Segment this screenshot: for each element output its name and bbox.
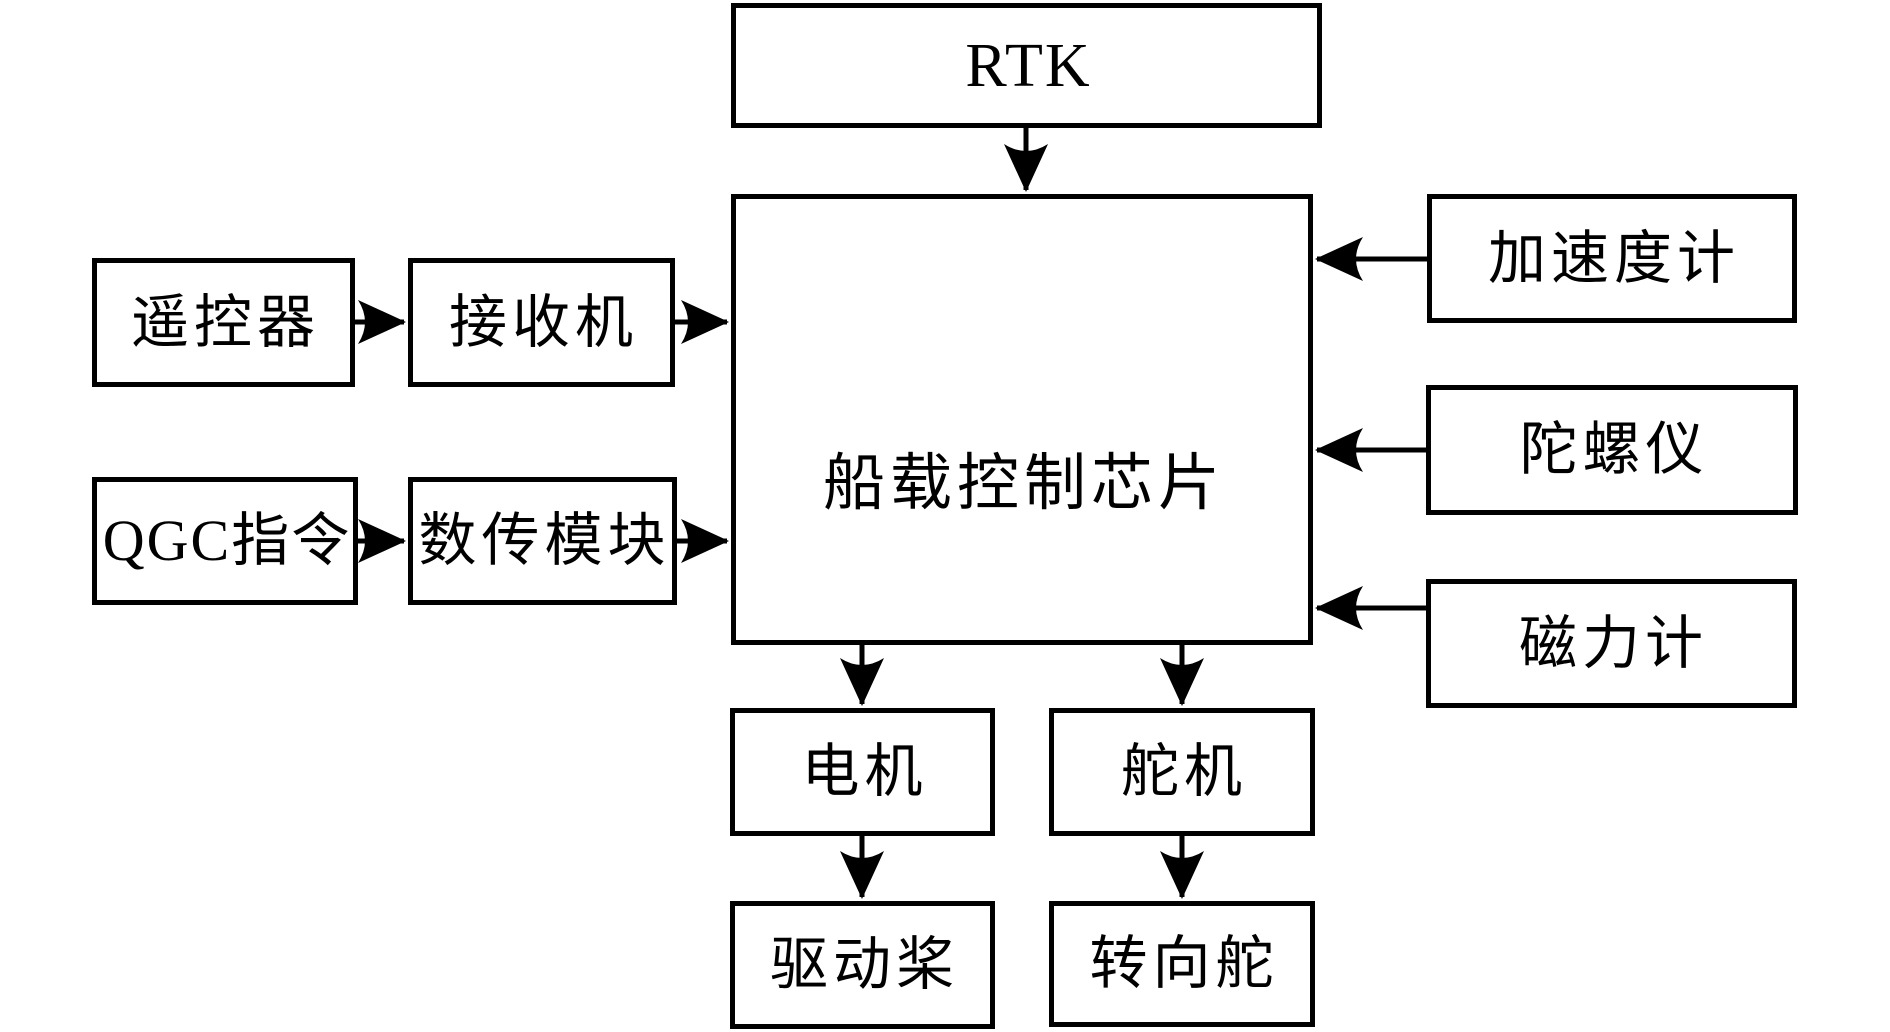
- node-gyroscope: 陀螺仪: [1426, 385, 1798, 515]
- node-receiver: 接收机: [408, 258, 675, 387]
- node-rtk-label: RTK: [965, 31, 1092, 100]
- node-control-chip-label: 船载控制芯片: [822, 449, 1225, 518]
- node-steering-servo-label: 舵机: [1120, 739, 1247, 804]
- node-qgc-command: QGC指令: [92, 477, 358, 605]
- node-accelerometer-label: 加速度计: [1487, 225, 1740, 291]
- node-remote-controller: 遥控器: [92, 258, 355, 387]
- node-telemetry-module-label: 数传模块: [418, 508, 671, 573]
- node-rtk: RTK: [731, 3, 1322, 128]
- node-steering-rudder-label: 转向舵: [1089, 931, 1279, 996]
- node-control-chip: 船载控制芯片: [731, 194, 1313, 645]
- node-drive-propeller: 驱动桨: [730, 901, 995, 1029]
- node-motor: 电机: [730, 708, 995, 836]
- node-magnetometer: 磁力计: [1426, 579, 1797, 708]
- node-qgc-command-label: QGC指令: [102, 508, 352, 573]
- node-telemetry-module: 数传模块: [408, 477, 677, 605]
- node-steering-rudder: 转向舵: [1049, 901, 1315, 1027]
- node-magnetometer-label: 磁力计: [1518, 610, 1708, 676]
- node-steering-servo: 舵机: [1049, 708, 1315, 836]
- node-motor-label: 电机: [801, 739, 928, 804]
- node-drive-propeller-label: 驱动桨: [769, 932, 959, 997]
- node-remote-controller-label: 遥控器: [130, 289, 320, 355]
- node-receiver-label: 接收机: [448, 289, 638, 355]
- node-accelerometer: 加速度计: [1427, 194, 1797, 323]
- node-gyroscope-label: 陀螺仪: [1519, 417, 1709, 482]
